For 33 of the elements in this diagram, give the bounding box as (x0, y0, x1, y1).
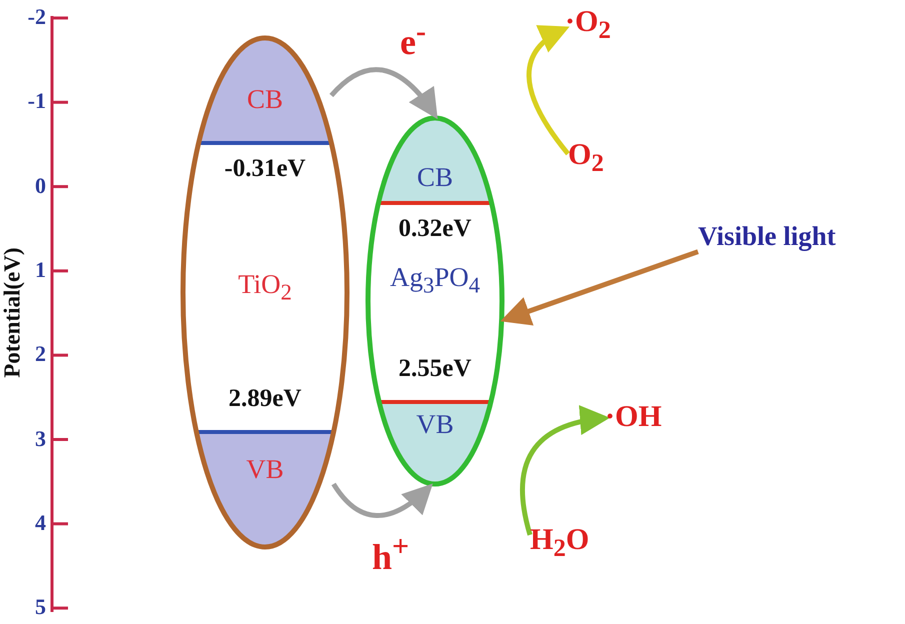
tick-label: 5 (35, 595, 46, 620)
tick-label: 0 (35, 174, 46, 198)
tick-label: -2 (28, 5, 46, 30)
band-label: CB (246, 85, 283, 115)
species-label: O$_{2}$ (568, 138, 604, 171)
edge-label: e$^{-}$ (400, 15, 426, 63)
species-label: Visible light (698, 221, 836, 251)
arrow (330, 67, 438, 120)
tick-label: 1 (35, 258, 46, 282)
species-label: ·O$_{2}$ (565, 5, 611, 38)
edge-label: h$^{+}$ (372, 530, 410, 578)
band-ellipse (365, 115, 505, 487)
energy-value: 2.89eV (228, 385, 302, 412)
tick-label: 2 (35, 342, 46, 366)
material-label: Ag$_{3}$PO$_{4}$ (390, 263, 480, 298)
tick-label: 4 (35, 510, 46, 535)
band-label: VB (416, 410, 454, 440)
energy-value: -0.31eV (224, 155, 306, 182)
arrow (500, 249, 699, 326)
arrow (332, 482, 434, 518)
material-label: TiO$_{2}$ (238, 270, 292, 306)
band-label: CB (416, 163, 453, 193)
species-label: H$_{2}$O (530, 523, 590, 556)
tick-label: 3 (35, 426, 46, 451)
arrow (526, 26, 570, 156)
band-label: VB (246, 455, 284, 485)
band-ellipse (180, 35, 350, 550)
tick-label: -1 (28, 89, 46, 114)
energy-value: 2.55eV (398, 355, 472, 382)
arrow (520, 406, 610, 536)
energy-value: 0.32eV (398, 215, 472, 242)
species-label: ·OH (605, 400, 662, 433)
axis-title: Potential(eV) (0, 246, 25, 380)
